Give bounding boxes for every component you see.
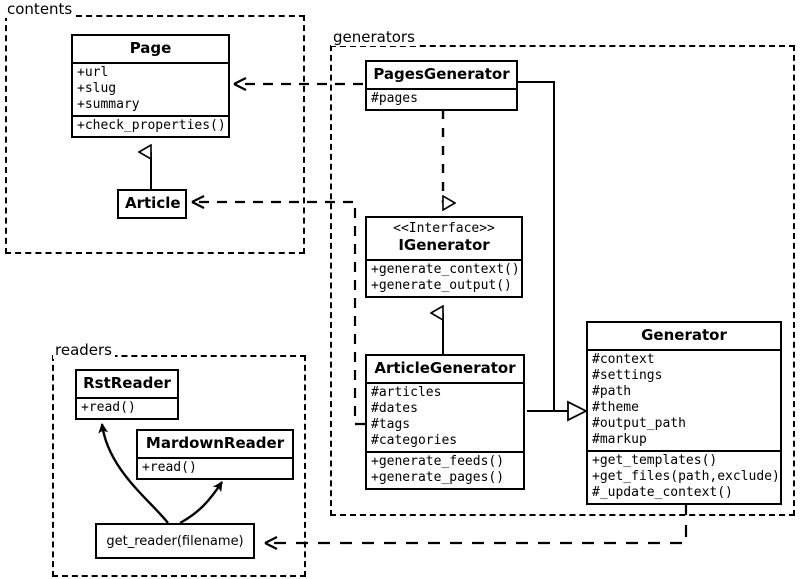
- class-rst-reader[interactable]: RstReader +read(): [75, 369, 179, 420]
- class-page-attributes: +url +slug +summary: [73, 62, 228, 115]
- attribute-row: #categories: [371, 433, 458, 448]
- class-generator-name: Generator: [641, 326, 727, 344]
- class-pages-generator-attributes: #pages: [367, 88, 516, 109]
- operation-row: #_update_context(): [592, 485, 733, 500]
- class-mardown-reader-operations: +read(): [138, 457, 292, 478]
- attribute-row: #dates: [371, 401, 418, 416]
- class-rst-reader-operations: +read(): [77, 397, 177, 418]
- class-igenerator[interactable]: <<Interface>> IGenerator +generate_conte…: [365, 216, 523, 298]
- operation-row: +get_files(path,exclude): [592, 469, 780, 484]
- class-rst-reader-name: RstReader: [83, 374, 171, 392]
- attribute-row: +url: [77, 65, 109, 80]
- class-generator-attributes: #context #settings #path #theme #output_…: [588, 349, 780, 450]
- operation-row: +generate_feeds(): [371, 454, 505, 469]
- package-readers-label: readers: [53, 341, 115, 359]
- attribute-row: #markup: [592, 432, 647, 447]
- operation-row: +get_templates(): [592, 453, 718, 468]
- attribute-row: #tags: [371, 417, 411, 432]
- operation-row: +generate_output(): [371, 278, 512, 293]
- class-page[interactable]: Page +url +slug +summary +check_properti…: [71, 34, 230, 138]
- attribute-row: #theme: [592, 400, 639, 415]
- class-article-name: Article: [125, 194, 181, 212]
- package-generators-label: generators: [331, 28, 418, 46]
- attribute-row: #pages: [371, 91, 418, 106]
- function-get-reader-label: get_reader(filename): [106, 533, 244, 549]
- attribute-row: +summary: [77, 97, 140, 112]
- class-generator[interactable]: Generator #context #settings #path #them…: [586, 321, 782, 505]
- operation-row: +read(): [142, 460, 197, 475]
- class-pages-generator-name: PagesGenerator: [373, 65, 510, 83]
- function-get-reader[interactable]: get_reader(filename): [95, 523, 255, 559]
- class-igenerator-name: IGenerator: [398, 236, 490, 254]
- attribute-row: #settings: [592, 368, 663, 383]
- attribute-row: #context: [592, 352, 655, 367]
- class-pages-generator[interactable]: PagesGenerator #pages: [365, 60, 518, 111]
- attribute-row: #output_path: [592, 416, 686, 431]
- class-article[interactable]: Article: [117, 189, 187, 219]
- class-article-generator-attributes: #articles #dates #tags #categories: [367, 382, 523, 451]
- class-page-operations: +check_properties(): [73, 115, 228, 136]
- package-contents: [5, 15, 305, 254]
- class-mardown-reader[interactable]: MardownReader +read(): [136, 429, 294, 480]
- class-article-generator[interactable]: ArticleGenerator #articles #dates #tags …: [365, 354, 525, 490]
- package-contents-label: contents: [5, 0, 76, 18]
- package-readers: [52, 355, 306, 577]
- operation-row: +generate_pages(): [371, 470, 505, 485]
- class-igenerator-operations: +generate_context() +generate_output(): [367, 259, 521, 296]
- class-page-name: Page: [129, 39, 172, 57]
- attribute-row: #articles: [371, 385, 442, 400]
- operation-row: +check_properties(): [77, 118, 226, 133]
- operation-row: +read(): [81, 400, 136, 415]
- class-article-generator-operations: +generate_feeds() +generate_pages(): [367, 451, 523, 488]
- class-article-generator-name: ArticleGenerator: [374, 359, 516, 377]
- class-igenerator-stereotype: <<Interface>>: [393, 221, 495, 236]
- class-mardown-reader-name: MardownReader: [145, 434, 285, 452]
- operation-row: +generate_context(): [371, 262, 520, 277]
- class-generator-operations: +get_templates() +get_files(path,exclude…: [588, 450, 780, 503]
- attribute-row: +slug: [77, 81, 117, 96]
- attribute-row: #path: [592, 384, 632, 399]
